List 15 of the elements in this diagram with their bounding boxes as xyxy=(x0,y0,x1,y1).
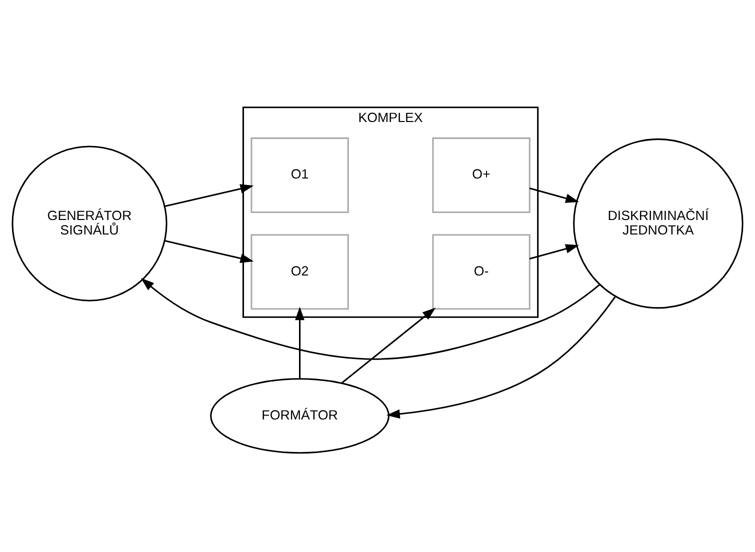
arrow xyxy=(529,244,580,260)
node-ellipse: FORMÁTOR xyxy=(210,378,390,454)
node-box: O1 xyxy=(250,137,349,214)
arrow xyxy=(529,188,580,203)
arrow xyxy=(164,184,254,208)
arrow xyxy=(140,278,600,360)
node-circle: GENERÁTOR SIGNÁLŮ xyxy=(12,146,168,302)
node-box: O+ xyxy=(432,137,530,214)
arrow xyxy=(295,306,304,379)
node-circle: DISKRIMINAČNÍ JEDNOTKA xyxy=(573,138,744,309)
node-box: O2 xyxy=(250,234,349,310)
node-box: O- xyxy=(432,234,530,310)
arrow xyxy=(342,308,436,384)
arrow xyxy=(386,296,616,419)
arrow xyxy=(164,240,254,263)
